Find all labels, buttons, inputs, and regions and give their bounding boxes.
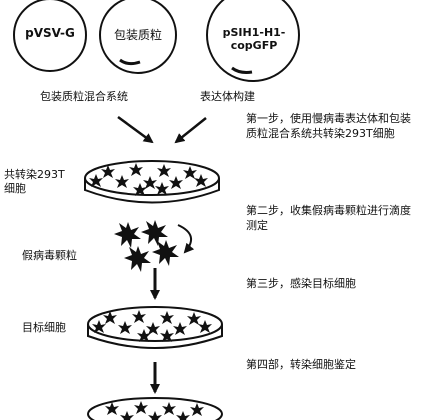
- arrow-packaging-to-dish: [117, 115, 154, 144]
- virus-particles: [114, 220, 179, 272]
- label-virus: 假病毒颗粒: [22, 249, 77, 262]
- label-cotransfect: 共转染293T 细胞: [4, 168, 65, 195]
- label-target: 目标细胞: [22, 321, 66, 334]
- curved-arrow: [177, 224, 195, 254]
- plasmid-2-mark: [119, 58, 141, 66]
- caption-packaging-mix: 包装质粒混合系统: [40, 90, 128, 103]
- plasmid-circle-3: [206, 0, 300, 82]
- step-3-text: 第三步，感染目标细胞: [246, 277, 356, 290]
- plasmid-circle-1: [13, 0, 87, 72]
- caption-expression-build: 表达体构建: [200, 90, 255, 103]
- plasmid-label-2: 包装质粒: [113, 28, 162, 42]
- step-4-text: 第四部，转染细胞鉴定: [246, 358, 356, 371]
- step-1-text: 第一步，使用慢病毒表达体和包装质粒混合系统共转染293T细胞: [246, 112, 411, 140]
- cotransfected-dish: [84, 160, 220, 204]
- arrow-expression-to-dish: [174, 117, 207, 144]
- target-cell-dish: [87, 306, 223, 349]
- step-2-text: 第二步，收集假病毒颗粒进行滴度测定: [246, 204, 411, 232]
- plasmid-3-mark: [231, 66, 253, 74]
- plasmid-circle-2: [99, 0, 177, 74]
- plasmid-label-3: pSIH1-H1-copGFP: [222, 26, 286, 52]
- plasmid-label-1: pVSV-G: [25, 26, 75, 40]
- identified-cell-dish: [87, 397, 223, 420]
